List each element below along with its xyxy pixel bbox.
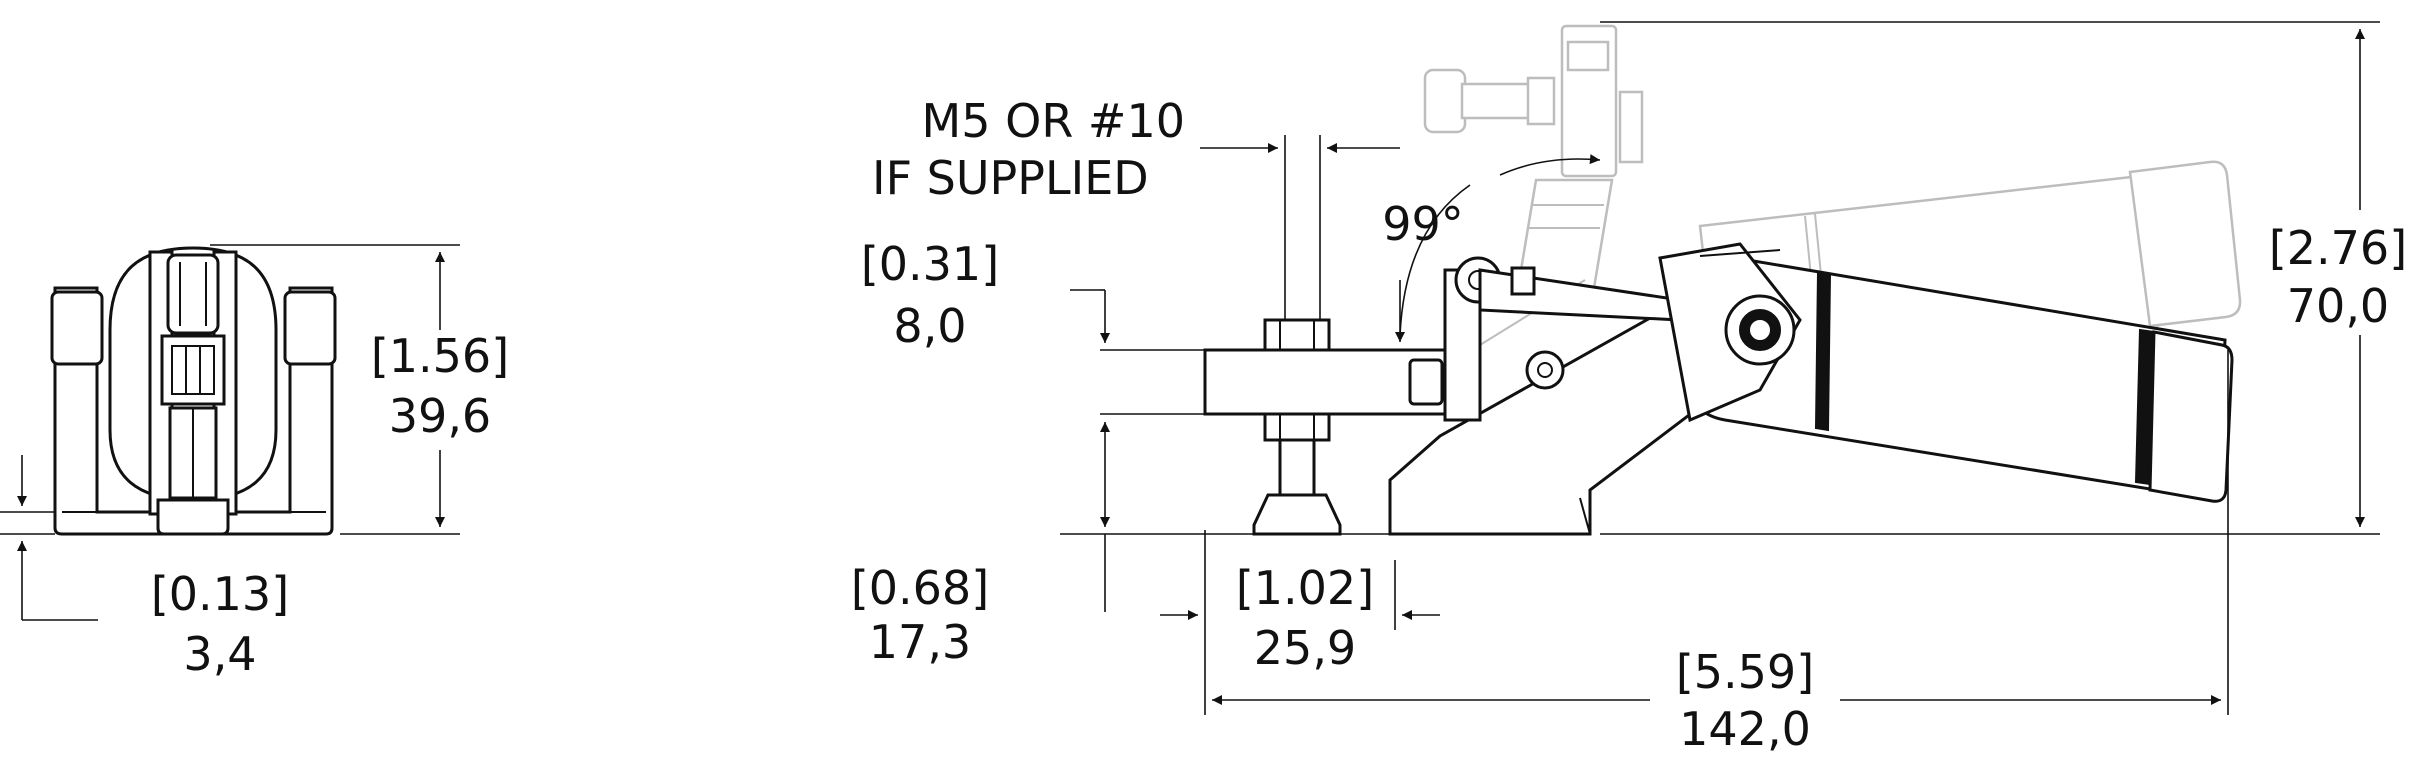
arm-height-in-label: [0.68] — [850, 561, 990, 615]
front-view — [0, 244, 460, 621]
front-offset-in-label: [0.13] — [150, 567, 290, 621]
angle-label: 99° — [1382, 197, 1464, 251]
arm-thickness-in-label: [0.31] — [860, 237, 1000, 291]
overall-height-in-label: [2.76] — [2268, 221, 2408, 275]
spindle-offset-mm-label: 25,9 — [1253, 621, 1357, 675]
bolt-label-line1: M5 OR #10 — [921, 94, 1185, 148]
arm-height-mm-label: 17,3 — [868, 615, 972, 669]
overall-length-mm-label: 142,0 — [1679, 702, 1811, 756]
front-height-in-label: [1.56] — [370, 329, 510, 383]
front-height-mm-label: 39,6 — [388, 389, 492, 443]
arm-thickness-mm-label: 8,0 — [893, 299, 967, 353]
overall-height-mm-label: 70,0 — [2286, 279, 2390, 333]
side-view — [1060, 21, 2380, 715]
overall-length-in-label: [5.59] — [1675, 645, 1815, 699]
bolt-label-line2: IF SUPPLIED — [872, 151, 1149, 205]
spindle-offset-in-label: [1.02] — [1235, 561, 1375, 615]
front-offset-mm-label: 3,4 — [183, 627, 257, 681]
